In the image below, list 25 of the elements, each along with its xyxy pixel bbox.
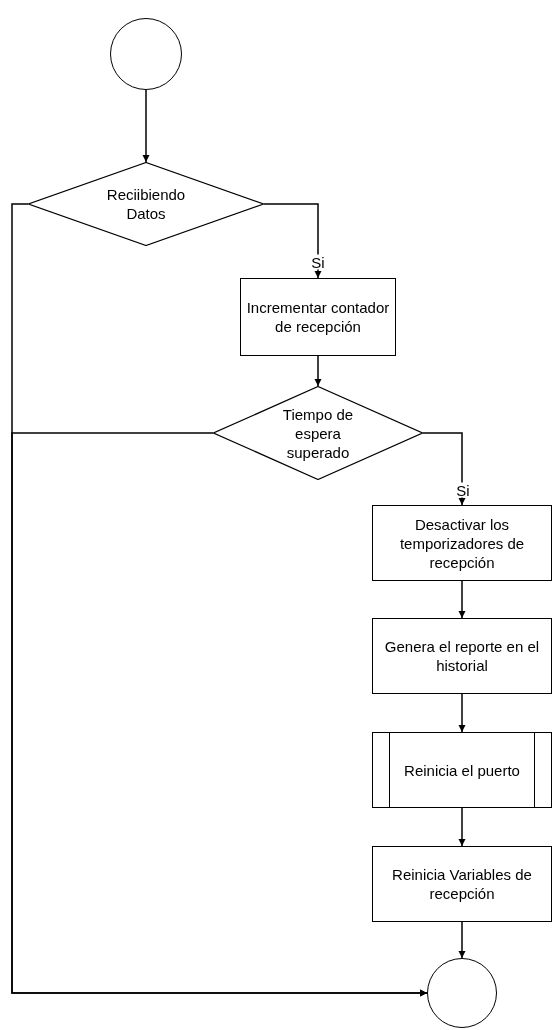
decision-diamond xyxy=(213,386,423,480)
arrow xyxy=(11,432,428,997)
node-label: Incrementar contador de recepción xyxy=(245,298,391,336)
node-label: Genera el reporte en el historial xyxy=(383,637,541,675)
edge-label: Si xyxy=(454,482,472,498)
node-label: Desactivar los temporizadores de recepción xyxy=(398,514,526,572)
arrow xyxy=(142,89,150,163)
arrow xyxy=(458,807,466,847)
node-label: Tiempo de espera superado xyxy=(281,404,355,462)
process-box xyxy=(372,846,552,922)
node-label: Reinicia Variables de recepción xyxy=(391,865,533,903)
predefined-process-box xyxy=(372,732,552,808)
edge-label: Si xyxy=(309,254,327,270)
arrow xyxy=(422,432,466,506)
node-label: Reinicia el puerto xyxy=(404,760,520,780)
arrow xyxy=(458,580,466,619)
process-box xyxy=(372,505,552,581)
arrow xyxy=(458,693,466,733)
arrow xyxy=(314,355,322,387)
decision-diamond xyxy=(28,162,264,246)
arrow xyxy=(263,203,322,279)
process-box xyxy=(240,278,396,356)
node-label: Reciibiendo Datos xyxy=(105,185,187,223)
arrow xyxy=(458,921,466,959)
process-box xyxy=(372,618,552,694)
